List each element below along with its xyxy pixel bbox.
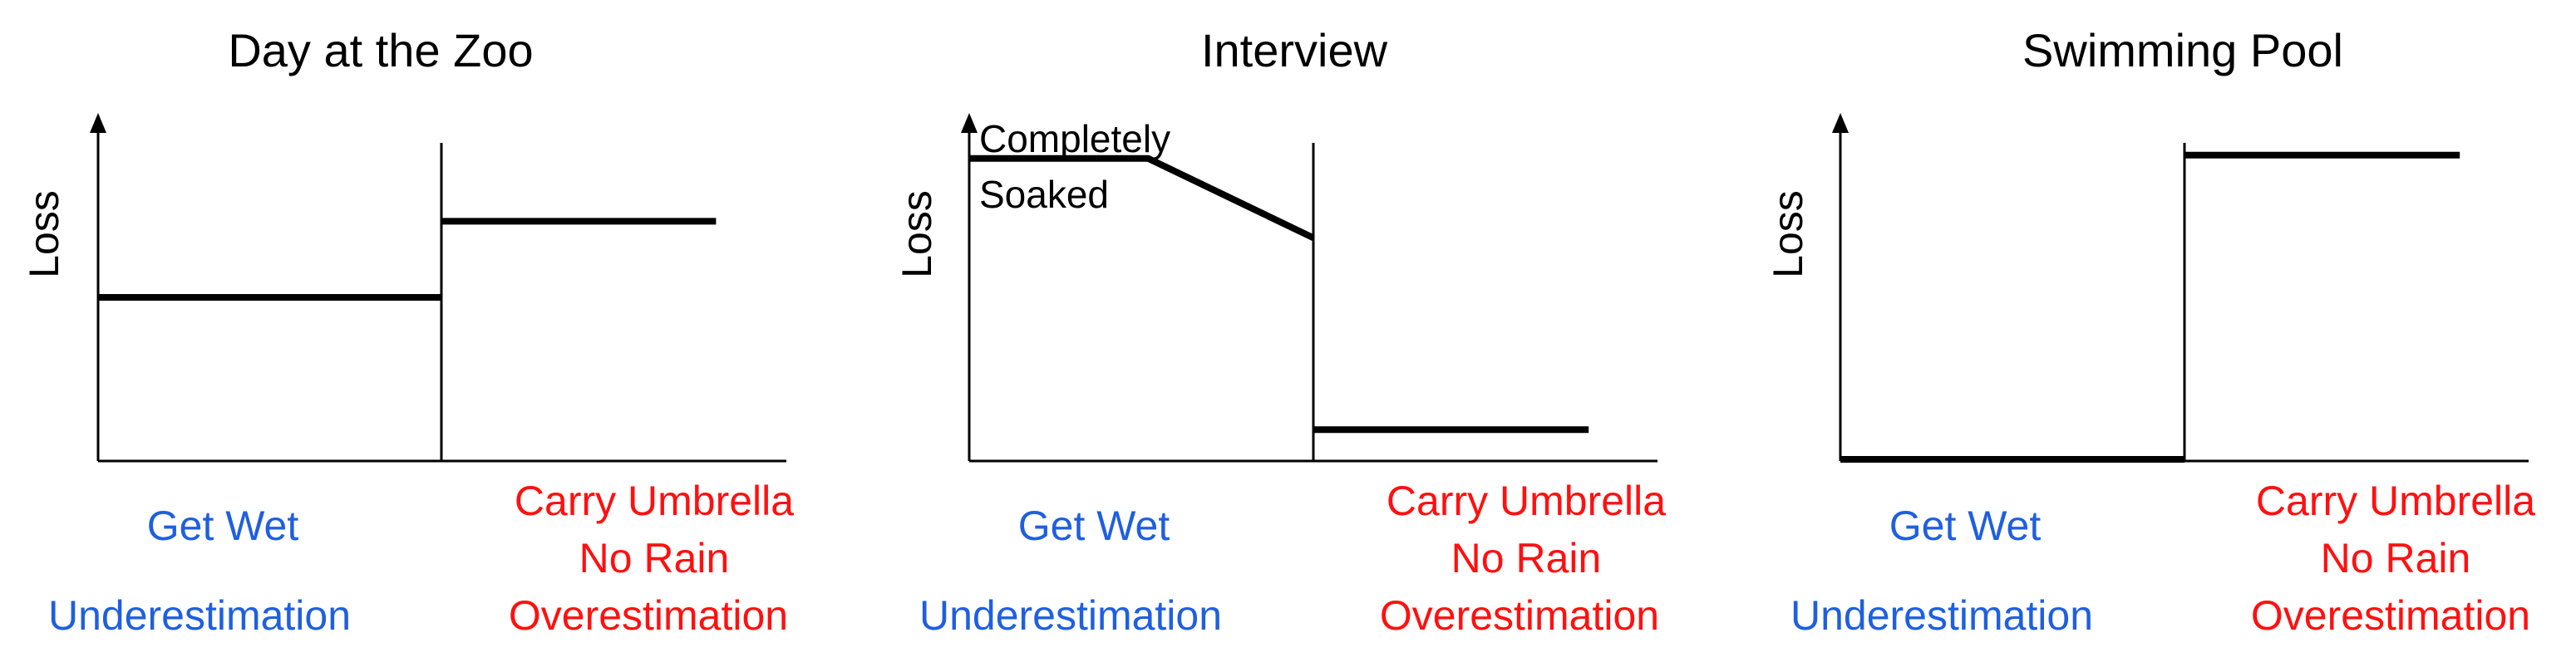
annotation-completely: Completely — [979, 117, 1170, 160]
label-get-wet: Get Wet — [147, 503, 299, 549]
loss-segment-underestimation — [969, 154, 1315, 241]
label-get-wet: Get Wet — [1889, 503, 2042, 549]
panel-title: Interview — [1201, 24, 1388, 76]
label-underestimation: Underestimation — [48, 592, 351, 639]
annotation-soaked: Soaked — [979, 173, 1109, 216]
label-underestimation: Underestimation — [1790, 592, 2093, 639]
y-axis-label: Loss — [21, 190, 67, 278]
label-no-rain: No Rain — [579, 535, 730, 581]
label-carry-umbrella: Carry Umbrella — [1387, 478, 1666, 524]
panel-title: Day at the Zoo — [228, 24, 533, 76]
y-axis-label: Loss — [1765, 190, 1811, 278]
y-axis-label: Loss — [894, 190, 940, 278]
label-overestimation: Overestimation — [2251, 592, 2530, 639]
y-axis-arrowhead — [961, 113, 978, 133]
label-carry-umbrella: Carry Umbrella — [515, 478, 794, 524]
label-carry-umbrella: Carry Umbrella — [2256, 478, 2535, 524]
label-underestimation: Underestimation — [919, 592, 1222, 639]
panel-swimming-pool: Swimming Pool Loss Get Wet Underestimati… — [1765, 24, 2535, 639]
label-overestimation: Overestimation — [509, 592, 788, 639]
y-axis-arrowhead — [90, 113, 106, 133]
label-no-rain: No Rain — [1451, 535, 1602, 581]
panel-interview: Interview Loss Completely Soaked Get Wet… — [894, 24, 1666, 639]
y-axis-arrowhead — [1832, 113, 1849, 133]
panel-day-at-the-zoo: Day at the Zoo Loss Get Wet Underestimat… — [21, 24, 794, 639]
panel-title: Swimming Pool — [2022, 24, 2343, 76]
label-overestimation: Overestimation — [1380, 592, 1659, 639]
label-no-rain: No Rain — [2321, 535, 2471, 581]
label-get-wet: Get Wet — [1018, 503, 1170, 549]
